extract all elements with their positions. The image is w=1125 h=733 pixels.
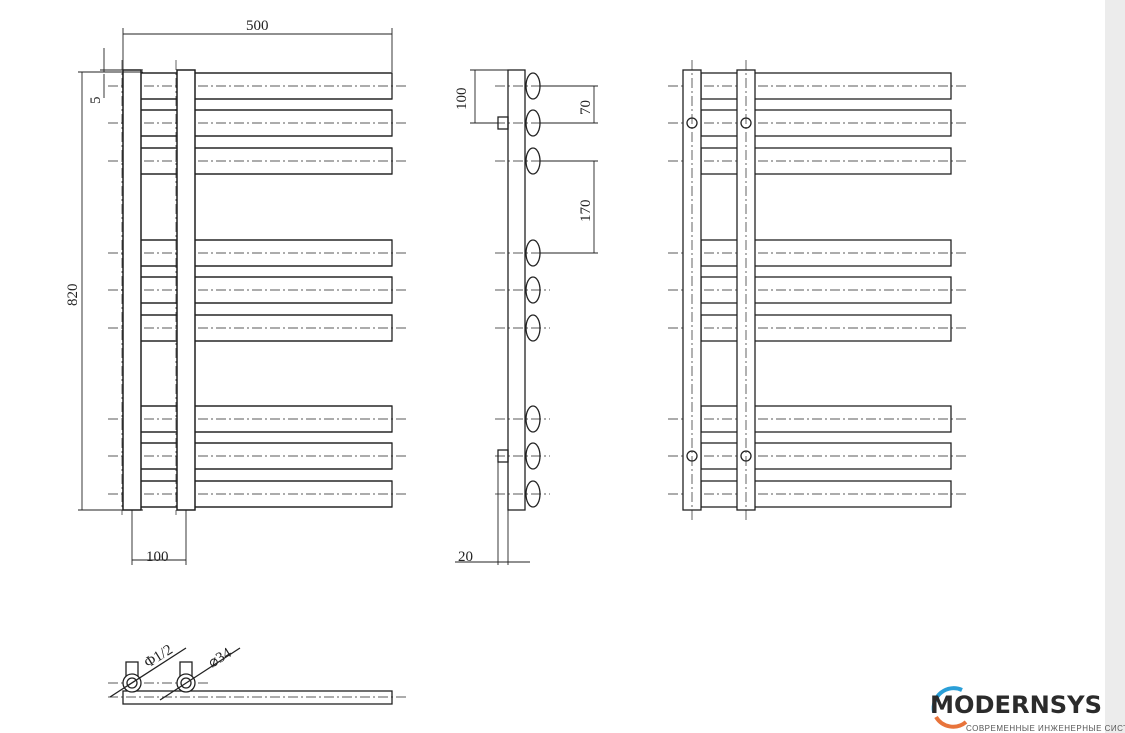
vertical-collector xyxy=(122,69,142,511)
dim-height-label: 820 xyxy=(65,284,81,307)
rear-view xyxy=(668,60,966,520)
mounting-hole xyxy=(686,450,698,462)
logo-text: MODERNSYS xyxy=(930,691,1102,719)
front-view xyxy=(108,60,406,515)
logo-tagline: СОВРЕМЕННЫЕ ИНЖЕНЕРНЫЕ СИСТЕМЫ xyxy=(966,724,1125,733)
modernsys-logo: MODERNSYS СОВРЕМЕННЫЕ ИНЖЕНЕРНЫЕ СИСТЕМЫ xyxy=(930,686,1125,733)
dim-depth-label: 20 xyxy=(458,549,473,565)
vertical-collector xyxy=(176,69,196,511)
dimension-lines xyxy=(78,28,598,565)
dim-side-top-label: 100 xyxy=(454,88,470,111)
leader-thread xyxy=(109,647,187,698)
dim-group-gap-label: 170 xyxy=(578,200,594,223)
dim-width-label: 500 xyxy=(246,18,269,34)
mounting-hole xyxy=(686,117,698,129)
mounting-hole xyxy=(740,450,752,462)
side-view xyxy=(495,69,550,511)
pipe-inner xyxy=(180,677,192,689)
leader-diameter xyxy=(159,647,241,701)
mounting-hole xyxy=(740,117,752,129)
top-bar xyxy=(122,690,393,705)
dim-pipe-spacing-label: 100 xyxy=(146,549,169,565)
pipe-inner xyxy=(126,677,138,689)
dim-thread-label: Φ1/2 xyxy=(142,642,176,672)
dim-bar-gap-label: 70 xyxy=(578,100,594,115)
top-view xyxy=(108,647,406,705)
page-margin xyxy=(1105,0,1125,733)
dim-offset-label: 5 xyxy=(88,97,104,105)
valve-connector xyxy=(497,449,509,463)
